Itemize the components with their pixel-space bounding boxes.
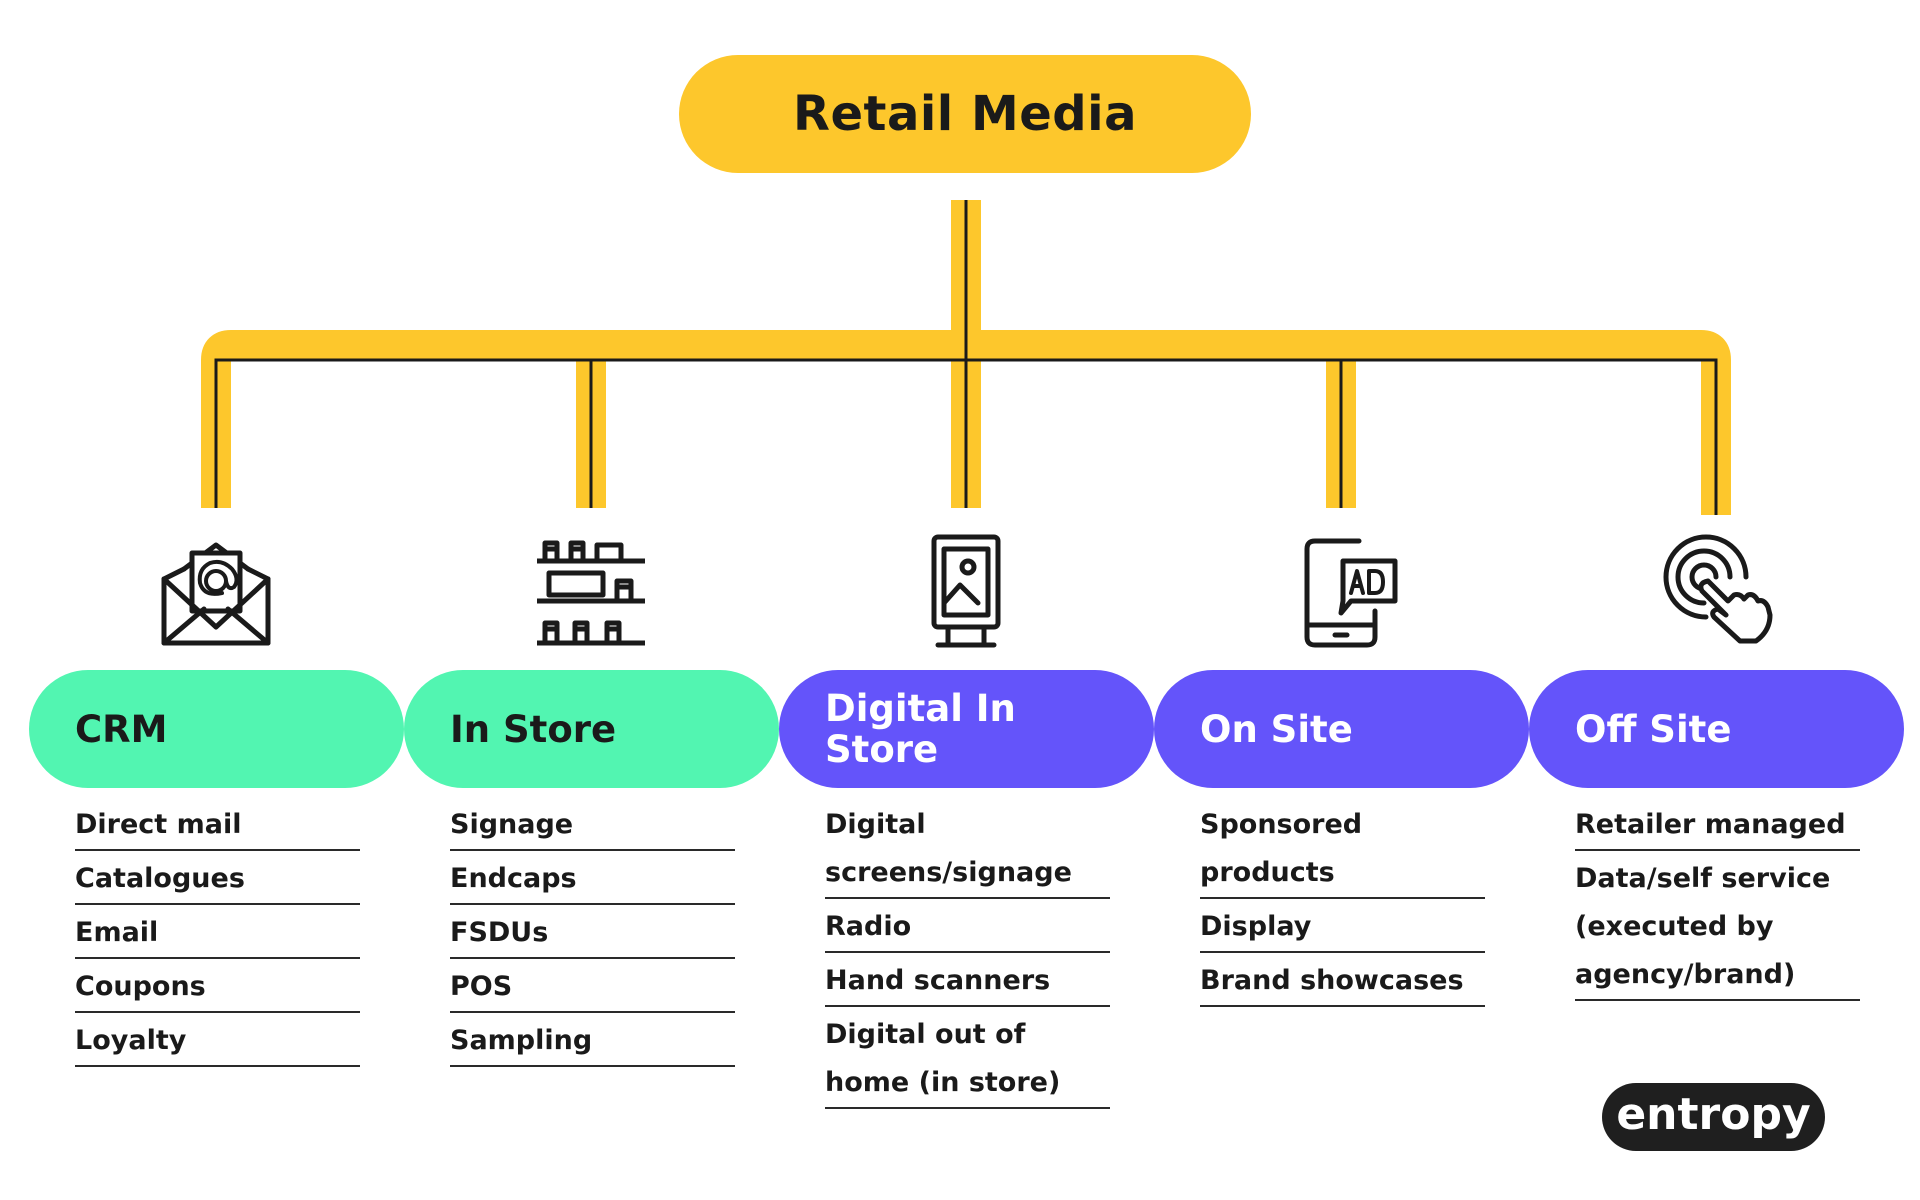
root-title: Retail Media: [793, 86, 1137, 142]
list-item: Radio: [825, 899, 1110, 953]
crm-items-list: Direct mail Catalogues Email Coupons Loy…: [75, 797, 360, 1067]
phone-ad-icon: [1281, 528, 1401, 654]
category-digital-in-store: Digital In Store: [779, 670, 1154, 788]
list-item: Sponsored products: [1200, 797, 1485, 899]
digital-in-store-items-list: Digital screens/signage Radio Hand scann…: [825, 797, 1110, 1109]
list-item: Retailer managed: [1575, 797, 1860, 851]
category-label: Digital In Store: [825, 687, 1016, 771]
list-item: Endcaps: [450, 851, 735, 905]
touch-click-icon: [1656, 528, 1776, 654]
store-shelves-icon: [531, 528, 651, 654]
category-on-site: On Site: [1154, 670, 1529, 788]
off-site-items-list: Retailer managed Data/self service (exec…: [1575, 797, 1860, 1001]
category-in-store: In Store: [404, 670, 779, 788]
logo-text: entropy: [1616, 1088, 1811, 1140]
list-item: Digital screens/signage: [825, 797, 1110, 899]
category-label: Off Site: [1575, 707, 1732, 751]
list-item: Display: [1200, 899, 1485, 953]
list-item: FSDUs: [450, 905, 735, 959]
category-label: On Site: [1200, 707, 1353, 751]
category-crm: CRM: [29, 670, 404, 788]
list-item: Digital out of home (in store): [825, 1007, 1110, 1109]
list-item: Direct mail: [75, 797, 360, 851]
category-off-site: Off Site: [1529, 670, 1904, 788]
list-item: Email: [75, 905, 360, 959]
list-item: Data/self service (executed by agency/br…: [1575, 851, 1860, 1001]
list-item: Loyalty: [75, 1013, 360, 1067]
digital-kiosk-icon: [906, 528, 1026, 654]
entropy-logo: entropy: [1602, 1083, 1825, 1151]
envelope-at-icon: [156, 528, 276, 654]
list-item: Brand showcases: [1200, 953, 1485, 1007]
on-site-items-list: Sponsored products Display Brand showcas…: [1200, 797, 1485, 1007]
category-label: CRM: [75, 707, 168, 751]
list-item: Catalogues: [75, 851, 360, 905]
root-node-retail-media: Retail Media: [679, 55, 1251, 173]
list-item: Hand scanners: [825, 953, 1110, 1007]
list-item: Signage: [450, 797, 735, 851]
in-store-items-list: Signage Endcaps FSDUs POS Sampling: [450, 797, 735, 1067]
category-label: In Store: [450, 707, 617, 751]
list-item: Coupons: [75, 959, 360, 1013]
list-item: Sampling: [450, 1013, 735, 1067]
connector-center-lines: [214, 200, 1718, 515]
list-item: POS: [450, 959, 735, 1013]
